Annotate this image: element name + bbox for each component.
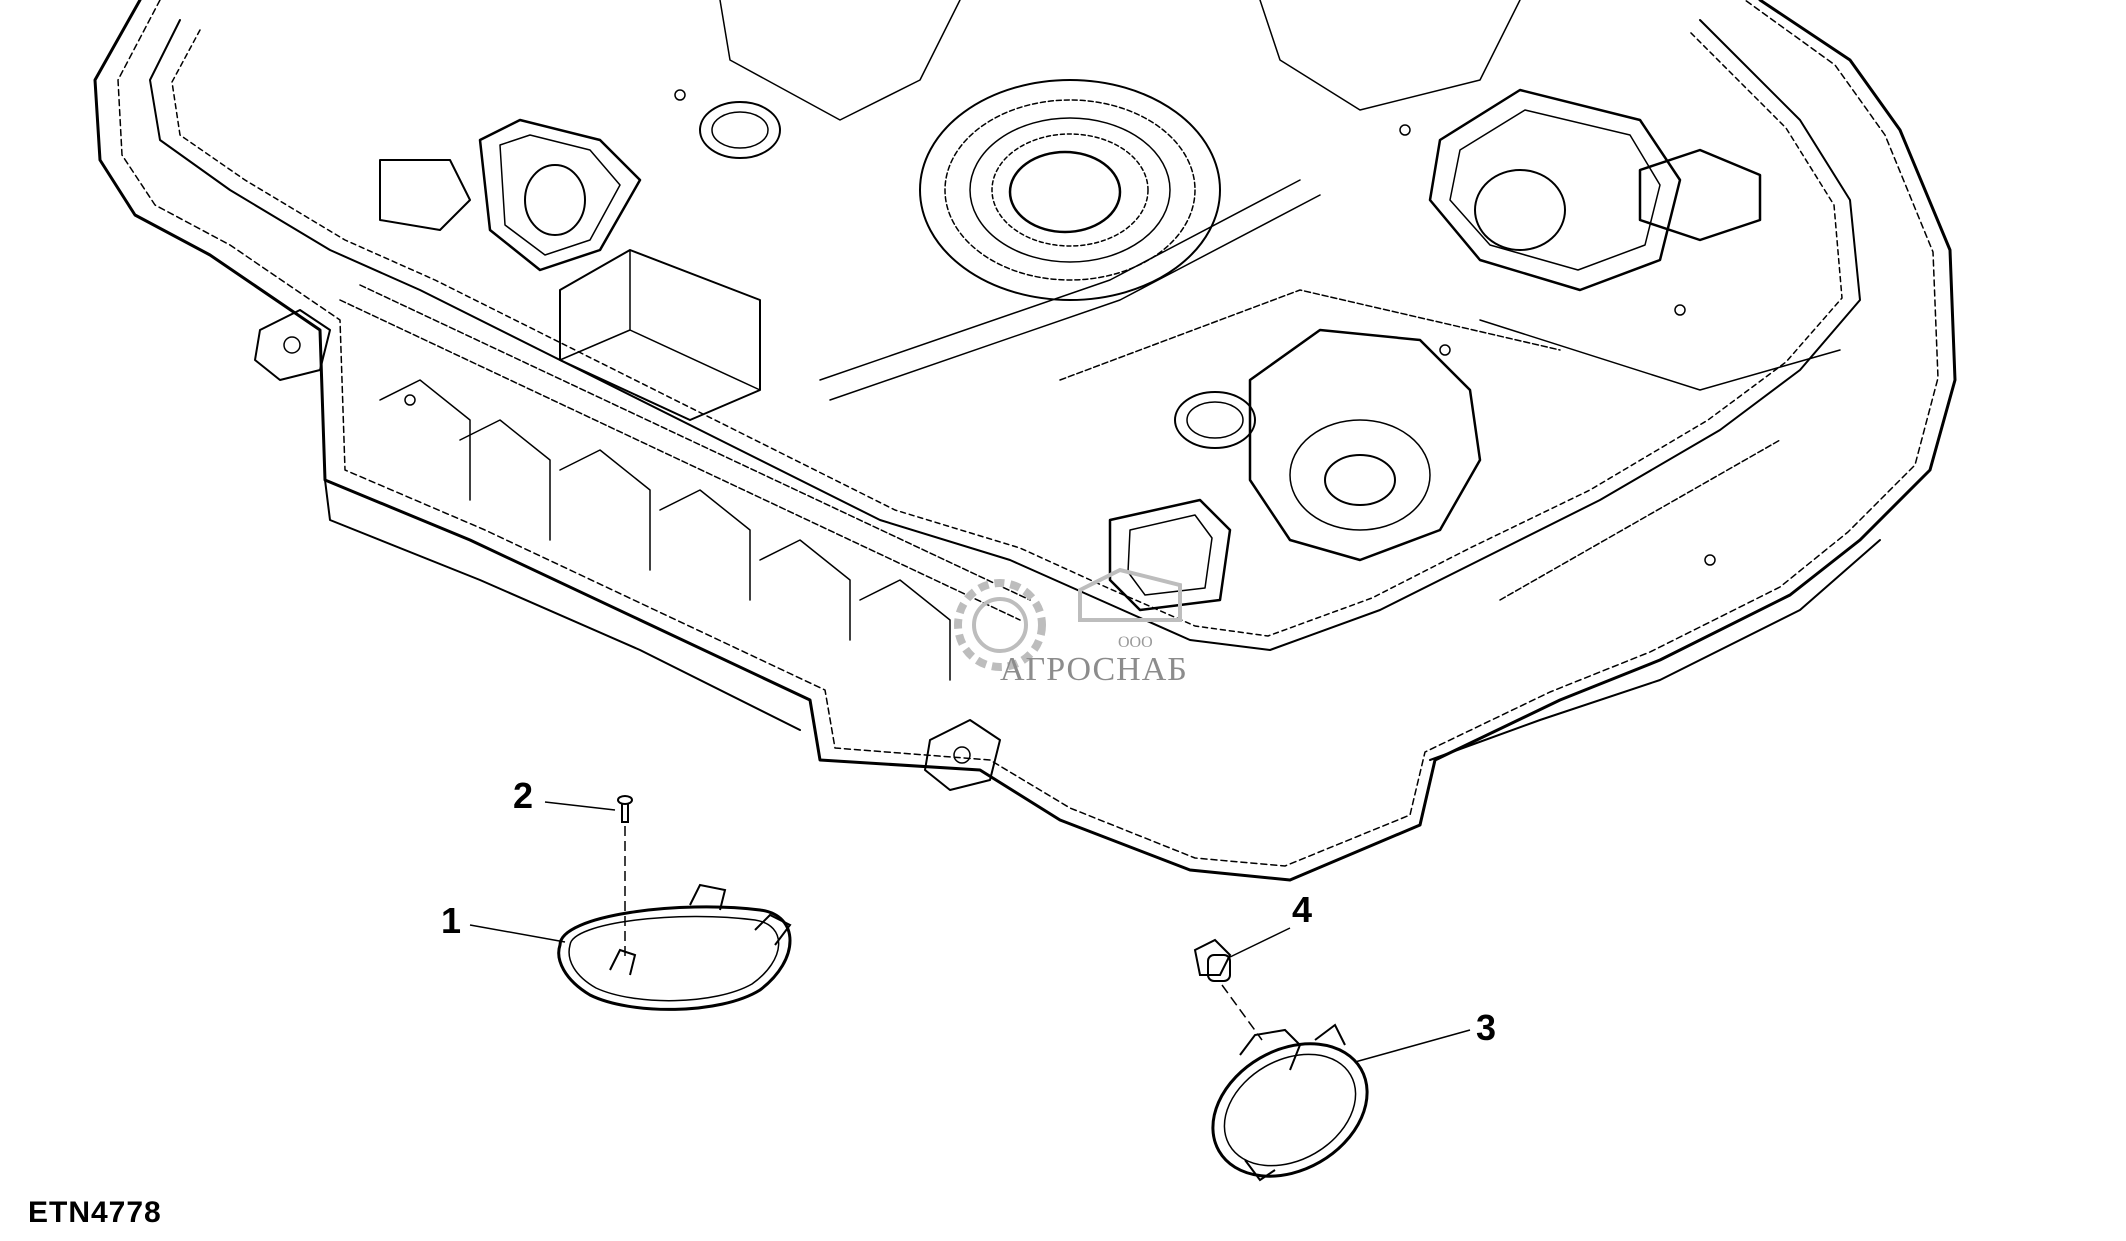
figure-id: ETN4778 [28,1196,162,1229]
harvester-icon [1078,567,1182,622]
callout-2: 2 [513,775,533,816]
leader-2 [544,801,616,811]
gear-icon [954,579,1046,671]
leader-lines [469,801,1471,1063]
watermark-name: АГРОСНАБ [1000,651,1188,688]
leader-1 [469,924,566,943]
watermark-prefix: ООО [1118,634,1153,651]
callout-3: 3 [1476,1007,1496,1048]
part-1-trim-ring [557,883,792,1011]
callout-4: 4 [1292,889,1312,930]
part-2-screw [617,795,633,960]
part-3-dome-lamp [1211,1023,1369,1182]
watermark-logo: ООО АГРОСНАБ [954,567,1188,688]
gear-hub-icon [972,597,1028,653]
part-4-bulb [1193,938,1263,1041]
leader-4 [1227,927,1291,959]
cab-roof-headliner [93,0,1957,882]
leader-3 [1354,1029,1471,1063]
callout-labels: 2 1 4 3 [441,775,1496,1048]
callout-1: 1 [441,900,461,941]
